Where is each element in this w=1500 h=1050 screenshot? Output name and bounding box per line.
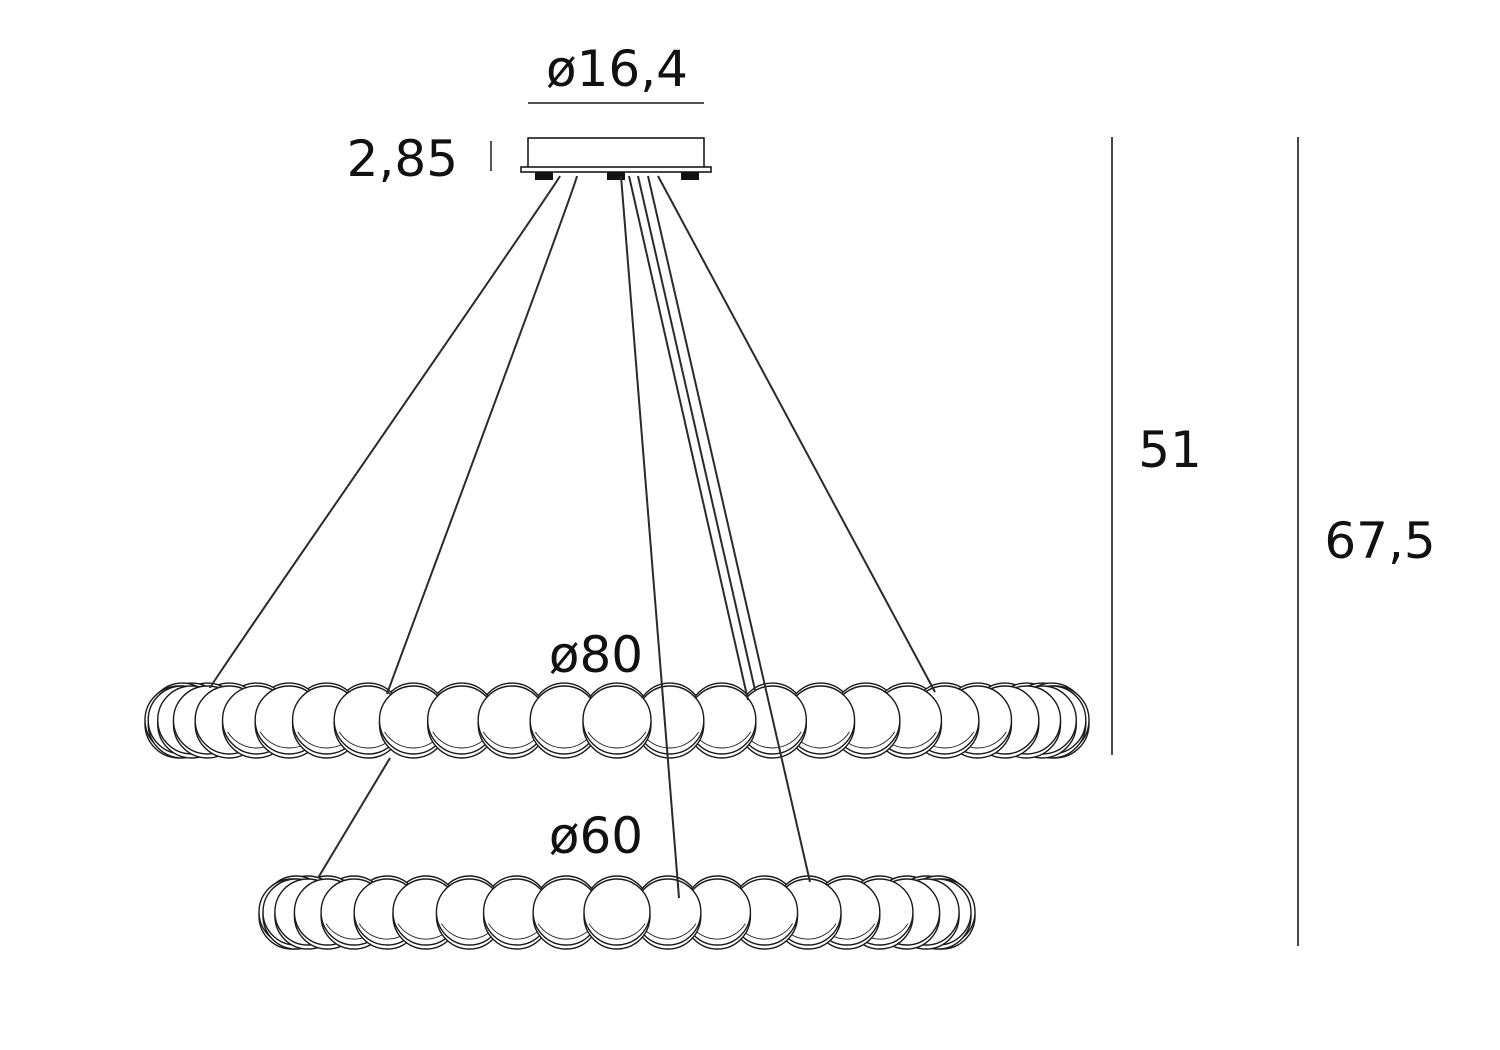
suspension-wire xyxy=(209,175,561,689)
glass-bead xyxy=(635,685,705,759)
glass-bead xyxy=(687,685,757,759)
suspension-wire xyxy=(620,175,680,899)
glass-bead-front xyxy=(582,685,652,755)
upper-height-label: 51 xyxy=(1138,421,1202,479)
total-height-label: 67,5 xyxy=(1324,512,1435,570)
glass-bead xyxy=(683,878,752,950)
suspension-wire xyxy=(637,175,756,691)
suspension-wire xyxy=(386,175,578,695)
glass-bead xyxy=(582,685,652,759)
wire-connector xyxy=(607,172,625,180)
suspension-wire xyxy=(657,175,936,693)
canopy-plate xyxy=(520,166,712,173)
suspension-wire xyxy=(647,175,811,883)
glass-bead xyxy=(532,878,600,950)
wire-connector xyxy=(535,172,553,180)
lower-ring-diameter-label: ø60 xyxy=(549,807,643,865)
suspension-wire xyxy=(317,757,391,879)
canopy-diameter-label: ø16,4 xyxy=(546,40,688,98)
glass-bead xyxy=(482,878,551,950)
wire-connector xyxy=(681,172,699,180)
canopy-body xyxy=(527,137,705,169)
glass-bead xyxy=(529,685,599,759)
canopy-height-label: 2,85 xyxy=(347,130,458,188)
upper-bead-ring xyxy=(144,682,1090,759)
suspension-wires xyxy=(209,175,936,899)
lower-bead-ring xyxy=(258,875,976,950)
ceiling-canopy xyxy=(520,137,712,180)
upper-ring-diameter-label: ø80 xyxy=(549,626,643,684)
glass-bead-edge xyxy=(587,731,647,749)
glass-bead xyxy=(477,685,547,759)
glass-bead-front xyxy=(583,878,651,946)
glass-bead xyxy=(583,878,651,950)
suspension-wire xyxy=(628,175,749,701)
glass-bead-edge xyxy=(588,923,646,940)
